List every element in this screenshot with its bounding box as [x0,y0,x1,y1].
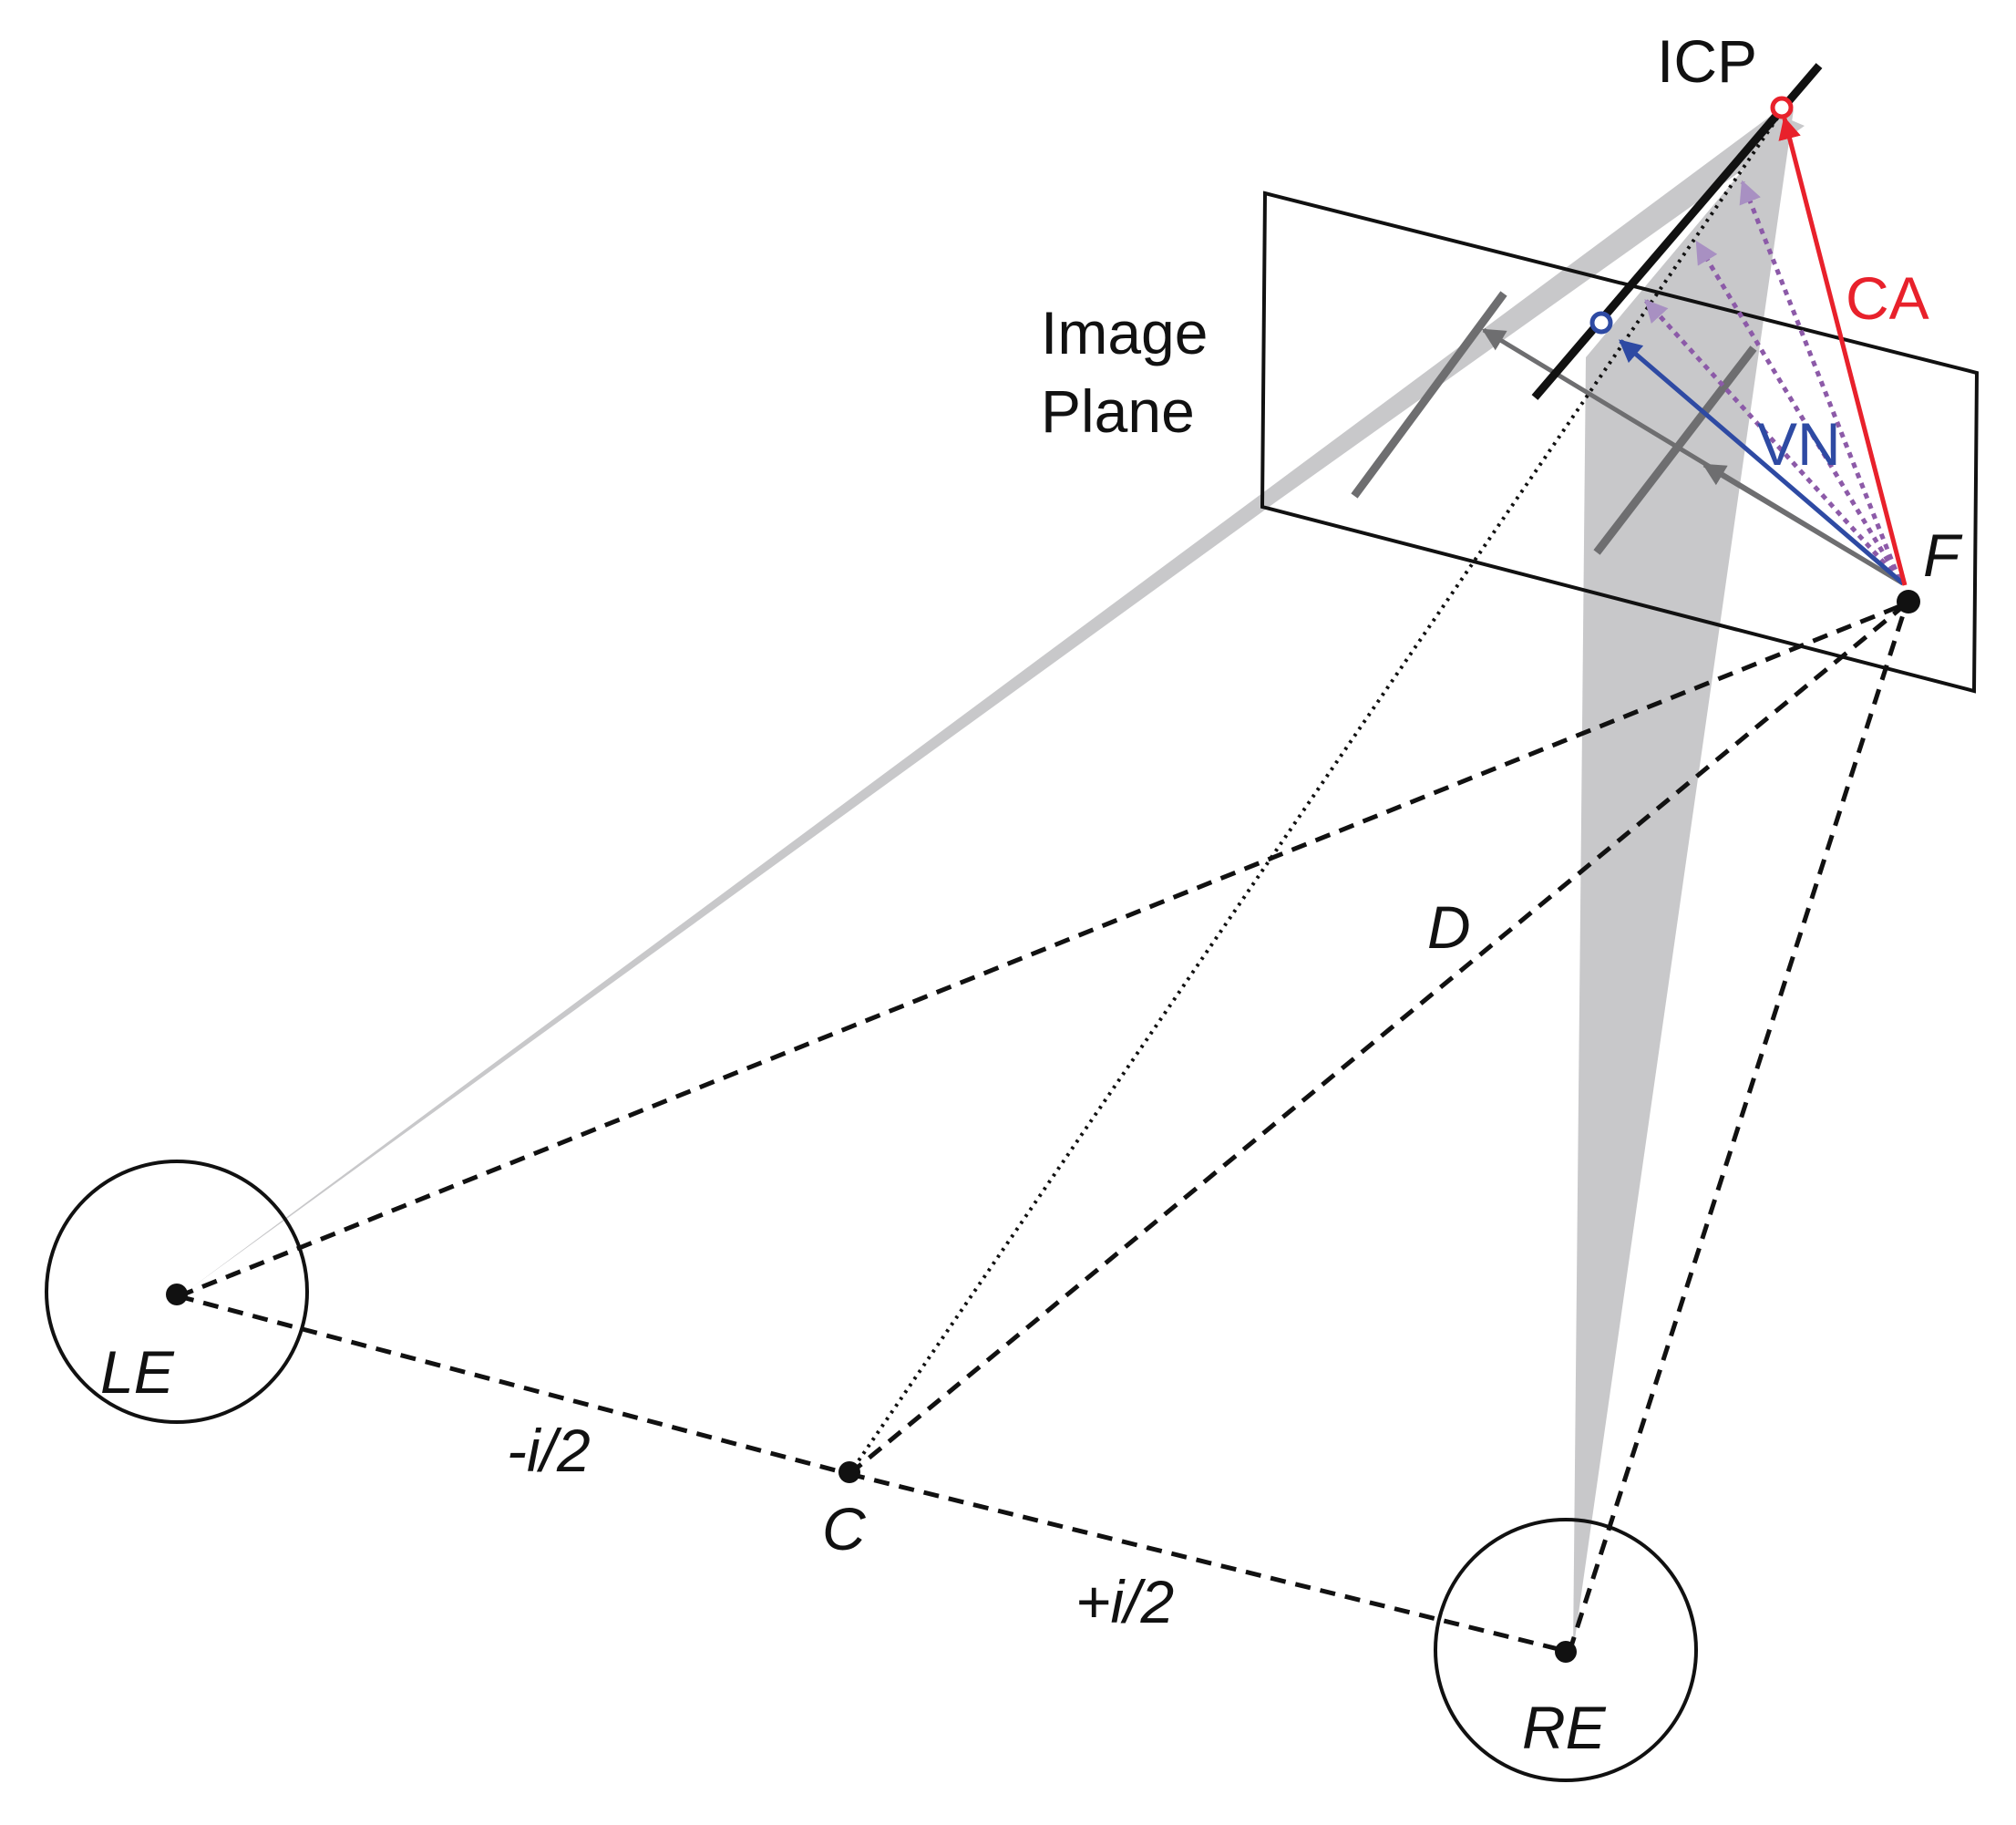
icp-label: ICP [1657,27,1757,95]
re-label: RE [1522,1694,1607,1761]
right-eye-projection-wedge [1573,109,1794,1652]
re-to-f-line [1567,603,1909,1653]
f-label: F [1923,521,1963,589]
right-eye-circle [1434,1518,1698,1782]
le-label: LE [100,1338,175,1406]
purple-vector-1 [1644,299,1901,582]
c-to-f-line [848,602,1908,1476]
ca-label: CA [1846,264,1929,332]
c-label: C [822,1495,867,1562]
c-to-re-line [849,1471,1570,1655]
image-plane-label-line2: Plane [1041,377,1195,445]
le-to-c-line [178,1294,850,1477]
f-point [1897,590,1920,613]
vn-arrow [1619,339,1905,585]
icp-line [1531,63,1823,400]
left-half-image-line [1351,291,1507,499]
c-to-icp-dotted-line [848,106,1786,1476]
left-eye-projection-wedge [192,113,1805,1287]
icp-open-point [1770,96,1794,119]
c-point [838,1461,860,1483]
re-point [1555,1641,1577,1663]
vn-open-point [1589,311,1613,335]
right-half-image-line [1593,345,1757,555]
le-to-f-line [178,601,1908,1299]
purple-vector-3 [1739,180,1902,581]
vn-label: VN [1757,410,1841,478]
le-point [166,1284,188,1305]
d-label: D [1427,893,1471,961]
left-eye-circle [45,1160,309,1424]
image-plane-label-line1: Image [1041,299,1208,366]
ca-arrow [1778,116,1908,586]
minus-half-i-label: -i/2 [507,1417,591,1484]
plus-half-i-label: +i/2 [1075,1568,1174,1635]
gray-arrow-lower [1702,462,1905,586]
